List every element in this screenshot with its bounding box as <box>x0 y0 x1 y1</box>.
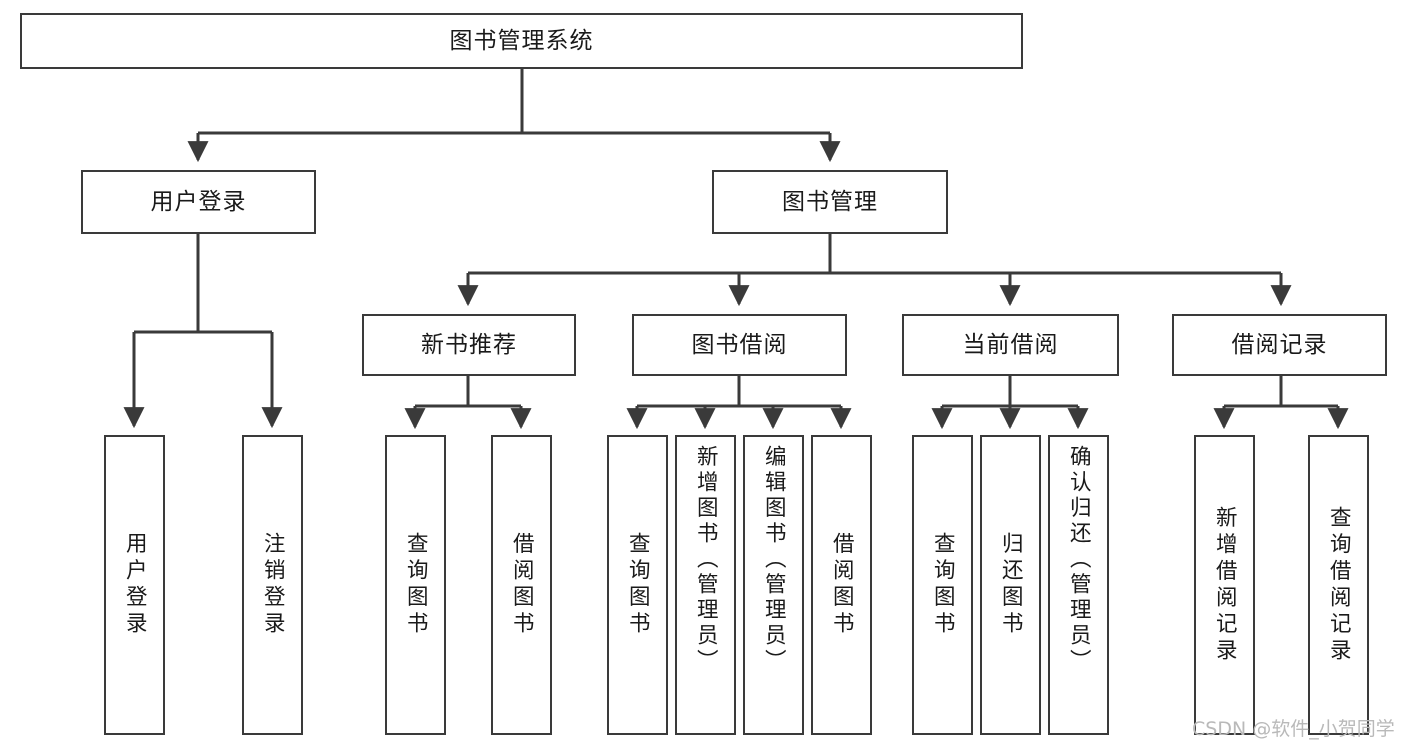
node-leaf-borrow-book-1-label: 借阅图书 <box>509 532 535 638</box>
node-leaf-borrow-book-1[interactable]: 借阅图书 <box>491 435 552 735</box>
node-leaf-borrow-book-2[interactable]: 借阅图书 <box>811 435 872 735</box>
node-leaf-add-book-label: 新增图书（管理员） <box>693 445 719 675</box>
node-book-management[interactable]: 图书管理 <box>712 170 948 234</box>
node-leaf-edit-book-label: 编辑图书（管理员） <box>761 445 787 675</box>
node-leaf-query-book-2-label: 查询图书 <box>625 532 651 638</box>
node-borrow-record[interactable]: 借阅记录 <box>1172 314 1387 376</box>
node-user-login[interactable]: 用户登录 <box>81 170 316 234</box>
node-book-borrow[interactable]: 图书借阅 <box>632 314 847 376</box>
node-leaf-user-login[interactable]: 用户登录 <box>104 435 165 735</box>
node-leaf-borrow-book-2-label: 借阅图书 <box>829 532 855 638</box>
node-leaf-query-book-1[interactable]: 查询图书 <box>385 435 446 735</box>
node-leaf-logout-login[interactable]: 注销登录 <box>242 435 303 735</box>
node-borrow-record-label: 借阅记录 <box>1231 331 1328 358</box>
node-leaf-edit-book[interactable]: 编辑图书（管理员） <box>743 435 804 735</box>
node-leaf-confirm-return[interactable]: 确认归还（管理员） <box>1048 435 1109 735</box>
node-leaf-add-record[interactable]: 新增借阅记录 <box>1194 435 1255 735</box>
node-leaf-query-book-3[interactable]: 查询图书 <box>912 435 973 735</box>
node-root[interactable]: 图书管理系统 <box>20 13 1023 69</box>
node-leaf-return-book-label: 归还图书 <box>998 532 1024 638</box>
node-leaf-query-record[interactable]: 查询借阅记录 <box>1308 435 1369 735</box>
node-leaf-query-book-1-label: 查询图书 <box>403 532 429 638</box>
node-book-borrow-label: 图书借阅 <box>691 331 788 358</box>
watermark-text: CSDN @软件_小贺同学 <box>1192 718 1395 740</box>
node-book-management-label: 图书管理 <box>782 188 878 215</box>
node-user-login-label: 用户登录 <box>150 188 247 215</box>
node-leaf-confirm-return-label: 确认归还（管理员） <box>1066 445 1092 675</box>
node-leaf-user-login-label: 用户登录 <box>122 532 148 638</box>
node-new-book-recommend[interactable]: 新书推荐 <box>362 314 576 376</box>
node-leaf-query-book-3-label: 查询图书 <box>930 532 956 638</box>
node-current-borrow[interactable]: 当前借阅 <box>902 314 1119 376</box>
node-current-borrow-label: 当前借阅 <box>962 331 1059 358</box>
node-leaf-query-record-label: 查询借阅记录 <box>1326 505 1352 665</box>
node-leaf-query-book-2[interactable]: 查询图书 <box>607 435 668 735</box>
node-leaf-add-book[interactable]: 新增图书（管理员） <box>675 435 736 735</box>
node-leaf-return-book[interactable]: 归还图书 <box>980 435 1041 735</box>
node-root-label: 图书管理系统 <box>449 27 594 54</box>
node-leaf-add-record-label: 新增借阅记录 <box>1212 505 1238 665</box>
node-new-book-recommend-label: 新书推荐 <box>421 331 517 358</box>
node-leaf-logout-login-label: 注销登录 <box>260 532 286 638</box>
